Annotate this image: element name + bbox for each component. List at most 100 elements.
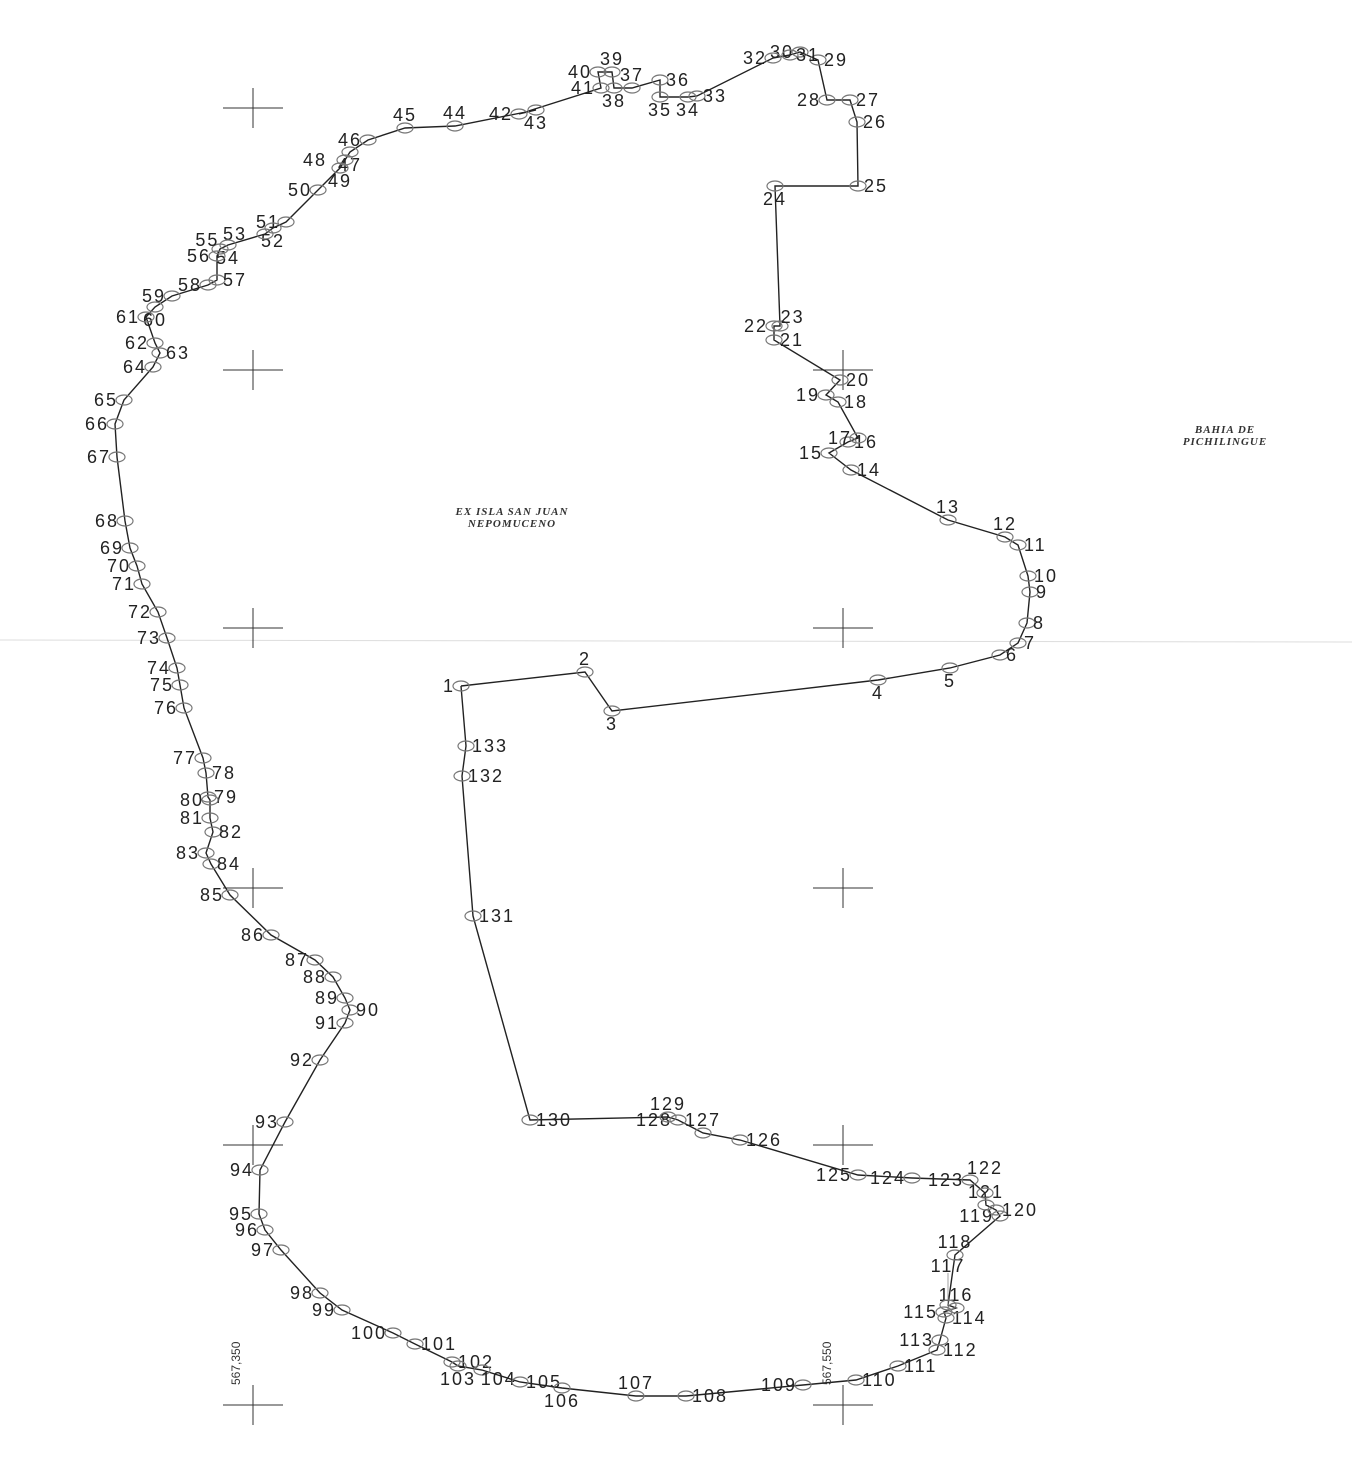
vertex-label: 117 — [931, 1256, 966, 1276]
vertex-marker — [106, 418, 124, 430]
vertex-label: 121 — [968, 1182, 1004, 1202]
vertex-label: 116 — [939, 1285, 974, 1305]
vertex-label: 101 — [421, 1334, 457, 1354]
vertex-label: 133 — [472, 736, 508, 756]
vertex-label: 30 — [770, 42, 794, 62]
vertex-label: 123 — [928, 1170, 964, 1190]
vertex-label: 13 — [936, 497, 960, 517]
vertex-marker — [199, 279, 217, 291]
vertex-marker — [831, 374, 849, 386]
vertex-label: 50 — [288, 180, 312, 200]
vertex-label: 66 — [85, 414, 109, 434]
vertex-label: 68 — [95, 511, 119, 531]
vertex-label: 49 — [328, 171, 352, 191]
vertex-marker — [842, 464, 860, 476]
vertex-marker — [818, 94, 836, 106]
vertex-marker — [766, 180, 784, 192]
vertex-label: 53 — [223, 224, 247, 244]
vertex-marker — [605, 82, 623, 94]
vertex-marker — [396, 122, 414, 134]
vertex-label: 70 — [107, 556, 131, 576]
vertex-marker — [333, 1304, 351, 1316]
vertex-label: 19 — [796, 385, 820, 405]
vertex-label: 125 — [816, 1165, 852, 1185]
vertex-marker — [794, 1379, 812, 1391]
vertex-marker — [384, 1327, 402, 1339]
vertex-marker — [336, 992, 354, 1004]
vertex-marker — [603, 705, 621, 717]
vertex-marker — [939, 514, 957, 526]
vertex-label: 67 — [87, 447, 111, 467]
vertex-marker — [1009, 539, 1027, 551]
vertex-label: 40 — [568, 62, 592, 82]
vertex-label: 43 — [524, 113, 548, 133]
vertex-label: 129 — [650, 1094, 686, 1114]
vertex-marker — [679, 91, 697, 103]
vertex-marker — [869, 674, 887, 686]
vertex-marker — [1018, 617, 1036, 629]
vertex-marker — [592, 82, 610, 94]
vertex-label: 97 — [251, 1240, 275, 1260]
vertex-label: 124 — [870, 1168, 906, 1188]
vertex-marker — [144, 361, 162, 373]
vertex-label: 20 — [846, 370, 870, 390]
vertex-label: 4 — [872, 683, 884, 703]
vertex-marker — [848, 116, 866, 128]
vertex-label: 64 — [123, 357, 147, 377]
vertex-label: 18 — [844, 392, 868, 412]
vertex-label: 120 — [1002, 1200, 1038, 1220]
vertex-marker — [341, 1004, 359, 1016]
vertex-label: 11 — [1024, 535, 1047, 555]
vertex-label: 6 — [1006, 645, 1018, 665]
vertex-label: 89 — [315, 988, 339, 1008]
vertex-marker — [256, 228, 274, 240]
vertex-marker — [221, 889, 239, 901]
vertex-marker — [201, 812, 219, 824]
vertex-marker — [511, 1376, 529, 1388]
vertex-label: 35 — [648, 100, 672, 120]
vertex-marker — [202, 858, 220, 870]
vertex-marker — [251, 1164, 269, 1176]
vertex-label: 33 — [703, 86, 727, 106]
vertex-label: 92 — [290, 1050, 314, 1070]
vertex-label: 84 — [217, 854, 241, 874]
vertex-label: 41 — [571, 78, 595, 98]
vertex-label: 17 — [828, 428, 852, 448]
vertex-marker — [688, 90, 706, 102]
vertex-marker — [201, 794, 219, 806]
boundary-line — [114, 51, 1031, 1397]
vertex-label: 16 — [854, 432, 878, 452]
vertex-label: 61 — [116, 307, 140, 327]
vertex-label: 36 — [666, 70, 690, 90]
vertex-label: 85 — [200, 885, 224, 905]
vertex-marker — [453, 770, 471, 782]
vertex-marker — [197, 847, 215, 859]
vertex-label: 131 — [479, 906, 515, 926]
vertex-marker — [847, 1374, 865, 1386]
vertex-marker — [331, 162, 349, 174]
vertex-label: 39 — [600, 49, 624, 69]
vertex-label: 69 — [100, 538, 124, 558]
vertex-label: 1 — [443, 676, 455, 696]
vertex-label: 7 — [1024, 633, 1036, 653]
vertex-marker — [211, 243, 229, 255]
vertex-label: 15 — [799, 443, 823, 463]
vertex-marker — [791, 46, 809, 58]
vertex-marker — [1021, 586, 1039, 598]
vertex-marker — [849, 1169, 867, 1181]
vertex-marker — [208, 250, 226, 262]
vertex-marker — [817, 389, 835, 401]
vertex-label: 88 — [303, 967, 327, 987]
vertex-marker — [677, 1390, 695, 1402]
vertex-label: 132 — [468, 766, 504, 786]
vertex-label: 27 — [856, 90, 880, 110]
vertex-label: 63 — [166, 343, 190, 363]
vertex-label: 112 — [943, 1340, 978, 1360]
vertex-label: 45 — [393, 105, 417, 125]
grid-crosshairs — [223, 88, 873, 1425]
vertex-marker — [829, 396, 847, 408]
vertex-label: 128 — [636, 1110, 672, 1130]
vertex-label: 14 — [857, 460, 881, 480]
vertex-marker — [194, 752, 212, 764]
vertex-label: 111 — [904, 1356, 937, 1376]
